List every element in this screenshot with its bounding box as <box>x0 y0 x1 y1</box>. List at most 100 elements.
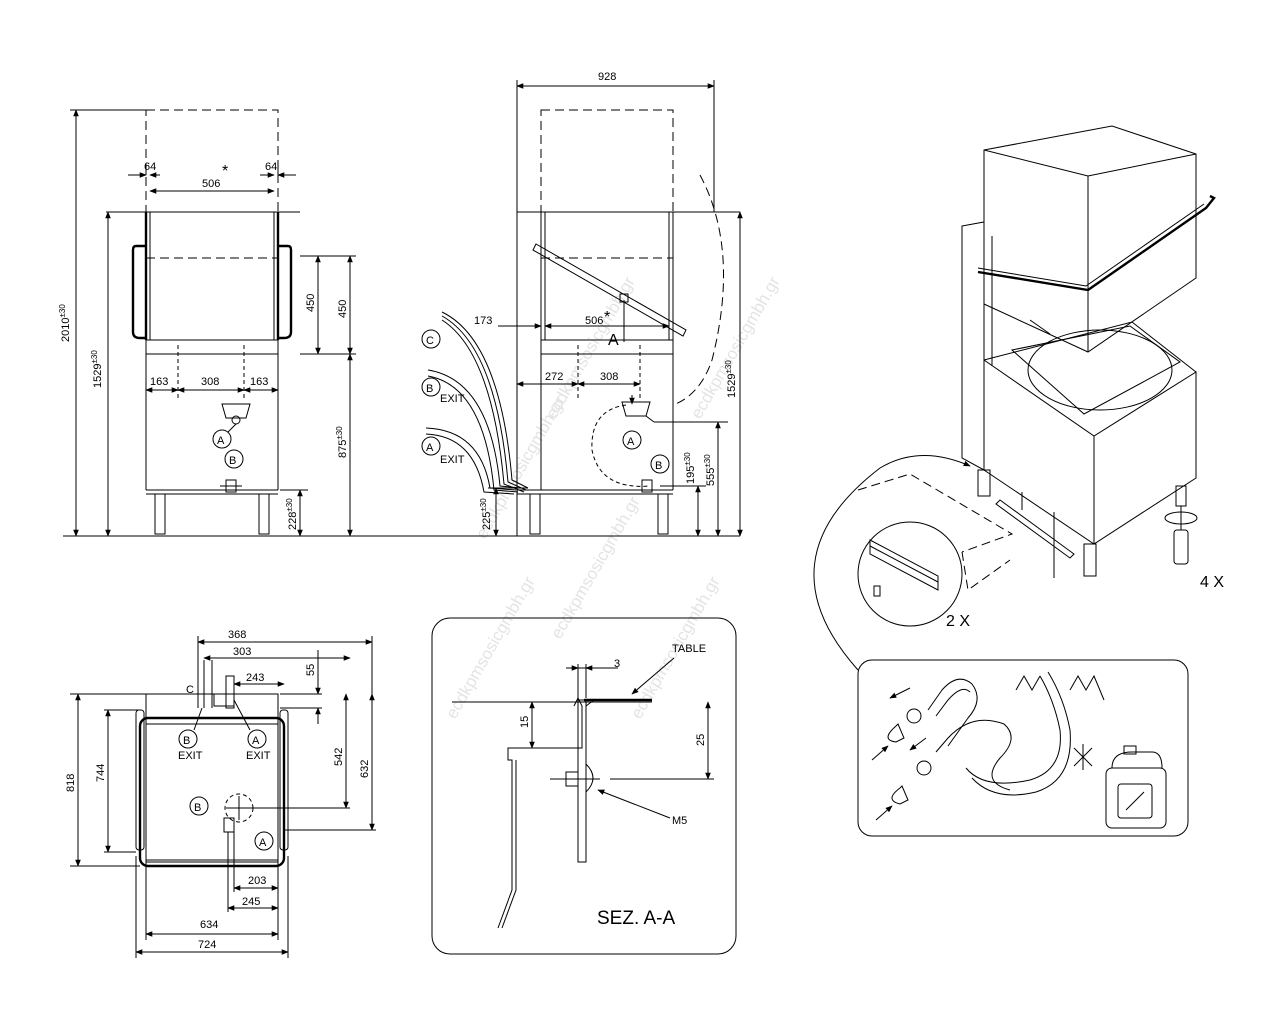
dim-height-side: 1529±30 <box>724 360 738 398</box>
rack-circle <box>1027 329 1173 411</box>
svg-text:A: A <box>252 735 260 747</box>
section-frame <box>431 617 737 955</box>
hose-fitting-2 <box>891 785 909 805</box>
watermark: ecdkpmsosicgmbh.gr <box>442 573 539 722</box>
svg-text:EXIT: EXIT <box>440 393 465 405</box>
hose-elbow-2 <box>935 719 1012 791</box>
drain-outlet-a <box>221 403 251 419</box>
dim-outlet-b-height: 195±30 <box>683 452 697 484</box>
plan-marker-b <box>189 796 209 816</box>
hose-b-exit <box>427 369 521 489</box>
iso-foot-1 <box>977 469 991 497</box>
dim-lift-stroke: 450 <box>305 294 317 312</box>
plan-marker-c: C <box>186 684 194 696</box>
svg-text:EXIT: EXIT <box>178 750 203 762</box>
dim-outlet-a-height: 555±30 <box>703 454 717 486</box>
plan-handle-right <box>279 709 289 851</box>
svg-text:B: B <box>183 735 190 747</box>
dim-gap: 3 <box>614 658 620 670</box>
svg-text:A: A <box>426 442 434 454</box>
marker-a-drain <box>622 430 642 450</box>
dim-total-width: 928 <box>598 71 616 83</box>
dim-left: 272 <box>545 371 563 383</box>
rack-frame <box>1010 325 1181 415</box>
dim-top-width: 506 <box>202 178 220 190</box>
dim-w724: 724 <box>198 939 216 951</box>
label-table: TABLE <box>672 643 706 655</box>
dim-lift-stroke-right: 450 <box>337 300 349 318</box>
iso-foot-2 <box>1083 543 1097 577</box>
section-marker-a: A <box>608 332 619 349</box>
marker-a-label: A <box>217 435 225 447</box>
front-view: 64 64 * 506 2010±30 1529±30 450 450 875±… <box>58 109 740 537</box>
marker-b-label: B <box>229 455 236 467</box>
bracket-detail <box>869 539 939 591</box>
fixing-bracket-iso <box>995 499 1075 559</box>
clamp-2 <box>1069 674 1105 701</box>
dim-depth: 15 <box>519 716 531 728</box>
bracket-detail-circle <box>857 521 963 627</box>
hood-box <box>983 125 1197 353</box>
dim-center: 308 <box>201 376 219 388</box>
hood-raised-outline <box>145 109 279 213</box>
dim-w243: 243 <box>246 672 264 684</box>
wall-panel <box>577 699 587 863</box>
dim-total-height: 2010±30 <box>58 304 72 342</box>
svg-text:A: A <box>259 837 267 849</box>
dim-top-side-right: 64 <box>265 161 277 173</box>
bracket-detail-outline <box>857 473 1014 553</box>
dim-w303: 303 <box>233 646 251 658</box>
dim-w203: 203 <box>248 875 266 887</box>
svg-text:EXIT: EXIT <box>440 454 465 466</box>
dim-inlet-height: 225±30 <box>479 498 493 530</box>
dim-hood-offset: 173 <box>474 315 492 327</box>
iso-foot-3 <box>1175 485 1187 507</box>
label-screw: M5 <box>672 815 687 827</box>
dim-hood-asterisk: * <box>604 309 610 326</box>
hood-handle-iso <box>977 194 1216 292</box>
hood-swing-arc <box>672 174 725 406</box>
hose-a-exit <box>425 427 517 491</box>
foot-side-left <box>529 493 541 535</box>
dim-side-right: 163 <box>250 376 268 388</box>
marker-a <box>212 429 232 449</box>
section-a-a: 3 15 25 TABLE M5 SEZ. A-A <box>431 617 737 955</box>
bracket-count: 2 X <box>946 613 970 630</box>
dim-hood-width: 506 <box>585 315 603 327</box>
bracket-screw <box>873 585 881 597</box>
dim-work-height: 875±30 <box>335 426 349 458</box>
dim-foot-height: 228±30 <box>285 498 299 530</box>
dim-d632: 632 <box>359 760 371 778</box>
dim-asterisk: * <box>222 163 228 180</box>
plan-frame <box>138 716 286 868</box>
watermark: ecdkpmsosicgmbh.gr <box>542 273 639 422</box>
hose-fitting-1 <box>887 723 905 743</box>
dim-side-left: 163 <box>150 376 168 388</box>
side-drain-hose <box>591 404 651 487</box>
plan-marker-a-exit <box>247 729 267 749</box>
clamp-1 <box>1015 674 1041 692</box>
svg-text:B: B <box>194 802 201 814</box>
dim-w245: 245 <box>242 896 260 908</box>
accessories-box <box>857 659 1189 837</box>
watermark: ecdkpmsosicgmbh.gr <box>687 273 784 422</box>
handle-left <box>131 244 146 340</box>
hose-elbow-1 <box>927 678 978 747</box>
svg-text:B: B <box>655 460 662 472</box>
plan-view: 368 303 243 55 818 744 542 632 203 245 <box>65 629 376 958</box>
washer-2 <box>916 760 932 776</box>
dim-center-side: 308 <box>600 371 618 383</box>
body-front <box>983 359 1197 545</box>
body-left-side <box>961 221 985 471</box>
foot-left <box>154 493 166 535</box>
dim-height-section: 25 <box>695 734 707 746</box>
hood-raised-outline-side <box>540 109 674 213</box>
iso-view: 4 X 2 X <box>813 125 1224 837</box>
plan-marker-a <box>254 831 274 851</box>
washer-1 <box>906 708 922 724</box>
feet-count: 4 X <box>1200 574 1224 591</box>
dim-w634: 634 <box>200 919 218 931</box>
side-drain-outlet <box>621 401 651 417</box>
leader-curve <box>813 455 971 671</box>
